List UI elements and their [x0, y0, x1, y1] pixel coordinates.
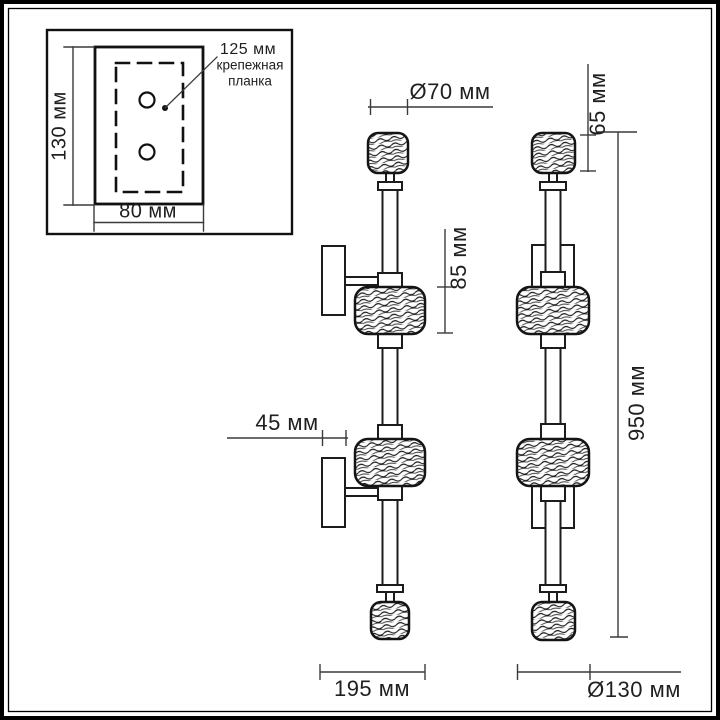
label-overall-width: 195 мм: [333, 676, 411, 701]
side-view: [515, 131, 591, 642]
label-plate-height: 130 мм: [48, 91, 71, 161]
label-top-shade-diameter: Ø70 мм: [409, 79, 491, 104]
rod-middle: [381, 347, 399, 427]
dim-plate-height: [63, 46, 95, 206]
collar: [540, 423, 566, 441]
plate-dashed-contour: [114, 61, 185, 194]
dim-overall-width: [319, 664, 426, 680]
label-middle-shade-diameter: Ø130 мм: [587, 677, 681, 702]
mounting-plate-outline: [93, 45, 205, 206]
label-part-name: крепежная планка: [216, 57, 284, 88]
shade-bottom-small: [369, 600, 411, 641]
dim-top-shade-diameter: [368, 99, 493, 115]
end-cap: [376, 584, 404, 593]
dim-top-shade-height: [580, 64, 596, 172]
shade-middle-2: [353, 437, 427, 488]
dimension-lines: [227, 64, 681, 680]
wall-plate-upper: [321, 245, 346, 316]
leader-line: [164, 56, 218, 109]
collar: [540, 484, 566, 502]
rod-top: [381, 188, 399, 275]
label-top-shade-height: 65 мм: [585, 72, 610, 136]
shade-middle-1: [353, 285, 427, 336]
rod-middle: [544, 347, 562, 427]
cap-top: [377, 181, 403, 191]
dim-middle-shade-height: [437, 229, 453, 334]
label-plate-width: 80 мм: [119, 200, 177, 223]
screw-hole-bottom: [138, 143, 156, 161]
dim-overall-height: [596, 131, 637, 638]
label-overall-height: 950 мм: [624, 364, 649, 442]
end-cap: [539, 584, 567, 593]
dim-middle-shade-diameter: [516, 664, 681, 680]
collar: [540, 271, 566, 289]
mounting-plate-detail-box: [45, 28, 294, 236]
shade-middle-1: [515, 285, 591, 336]
shade-bottom-small: [530, 600, 577, 642]
shade-middle-2: [515, 437, 591, 488]
wall-plate-lower: [321, 457, 346, 528]
rod-top: [544, 188, 562, 275]
shade-top-small: [530, 131, 577, 175]
shade-top-small: [366, 131, 410, 175]
label-middle-shade-height: 85 мм: [446, 226, 471, 290]
rod-bottom: [544, 499, 562, 586]
rod-bottom: [381, 499, 399, 586]
dim-plate-width: [93, 204, 205, 232]
screw-hole-top: [138, 91, 156, 109]
label-bracket-depth: 45 мм: [255, 410, 319, 435]
cap-top: [539, 181, 567, 191]
front-view: [321, 131, 427, 641]
label-hole-spacing: 125 мм: [219, 41, 277, 58]
dim-bracket-depth: [227, 430, 348, 446]
